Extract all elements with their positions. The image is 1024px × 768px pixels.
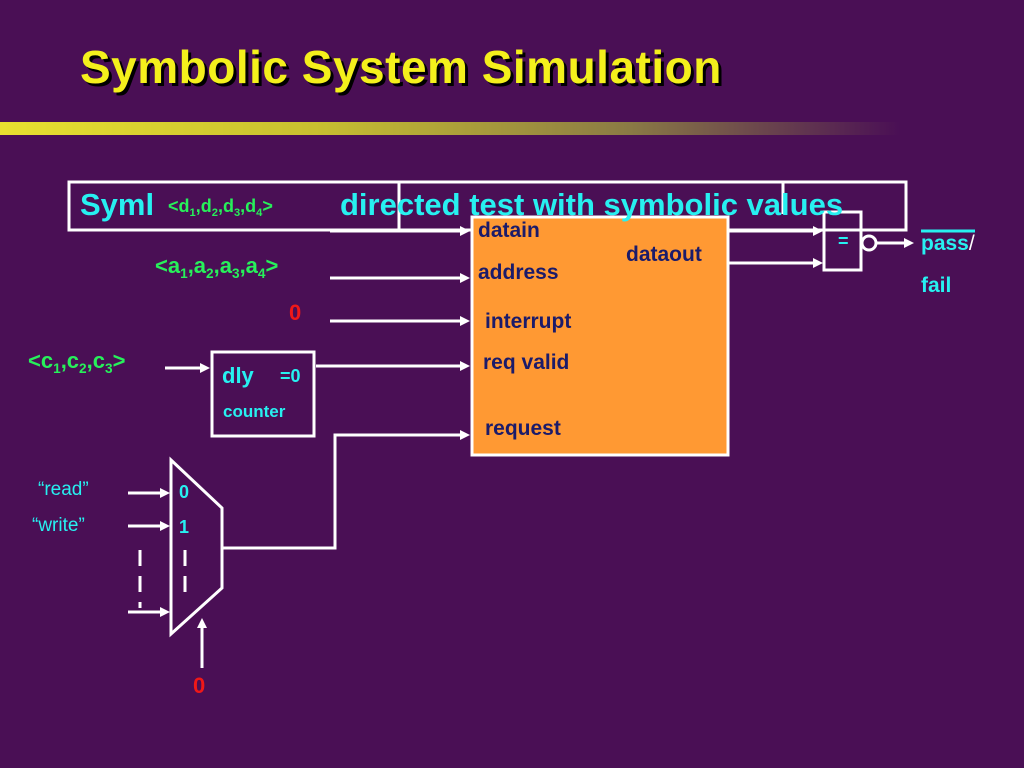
counter-dly-label: dly: [222, 363, 254, 388]
d-seq-close: >: [262, 196, 273, 216]
a-sequence-label: <a1,a2,a3,a4>: [155, 253, 278, 281]
c-seq-sub: 1: [53, 360, 61, 376]
port-dataout: dataout: [626, 243, 702, 266]
port-req-valid: req valid: [483, 351, 570, 374]
fail-label: fail: [921, 274, 952, 297]
d-seq-sub: 4: [256, 206, 263, 219]
c-seq-close: >: [112, 348, 126, 373]
a-seq-a: ,a: [187, 253, 207, 278]
pass-label: pass/: [921, 232, 975, 256]
slide-title: Symbolic System Simulation: [80, 41, 722, 93]
arrow-req-valid: [460, 361, 470, 371]
arrow-interrupt: [460, 316, 470, 326]
arrow-request: [460, 430, 470, 440]
mux-shape: [169, 456, 224, 638]
comparator-inverter-bubble: [860, 234, 878, 252]
title-underline-bar: [0, 122, 900, 135]
a-seq-close: >: [265, 253, 279, 278]
d-seq-sub: 1: [189, 206, 196, 219]
arrow-mux-select: [197, 618, 207, 628]
counter-eq-zero-label: =0: [280, 366, 301, 386]
wire-request: [222, 433, 462, 550]
arrow-address: [460, 273, 470, 283]
a-seq-sub: 3: [231, 265, 240, 281]
mux-select-zero-value: 0: [193, 673, 206, 698]
d-seq-d: ,d: [240, 196, 257, 216]
a-seq-a: a: [167, 253, 181, 278]
c-seq-c: c: [40, 348, 54, 373]
a-seq-sub: 2: [206, 265, 214, 281]
interrupt-zero-value: 0: [289, 300, 302, 325]
arrow-write: [160, 521, 170, 531]
port-datain: datain: [478, 219, 540, 242]
port-interrupt: interrupt: [485, 310, 572, 333]
port-address: address: [478, 261, 559, 284]
port-request: request: [485, 417, 561, 440]
comparator-symbol: =: [838, 231, 849, 251]
c-sequence-label: <c1,c2,c3>: [28, 348, 125, 376]
mux-port-0: 0: [179, 482, 190, 502]
c-seq-sub: 3: [104, 360, 113, 376]
counter-caption: counter: [223, 402, 286, 421]
mux-input-read: “read”: [38, 479, 89, 500]
arrow-pass-fail: [904, 238, 914, 248]
a-seq-a: ,a: [213, 253, 232, 278]
a-seq-open: <: [155, 253, 168, 278]
arrow-read: [160, 488, 170, 498]
d-seq-d: d: [178, 196, 190, 216]
banner-text-left: Syml: [80, 187, 155, 222]
d-seq-open: <: [168, 196, 179, 216]
dut-block: [470, 215, 730, 457]
pass-text: pass: [921, 232, 969, 255]
c-seq-c: ,c: [86, 348, 105, 373]
mux-input-write: “write”: [32, 515, 85, 536]
arrow-expected: [813, 226, 823, 236]
banner-text-right: directed test with symbolic values: [340, 187, 844, 222]
a-seq-sub: 1: [180, 265, 188, 281]
a-seq-sub: 4: [257, 265, 266, 281]
d-seq-sub: 2: [211, 206, 218, 219]
d-sequence-label: <d1,d2,d3,d4>: [160, 196, 285, 223]
a-seq-a: ,a: [239, 253, 258, 278]
pass-fail-slash: /: [968, 232, 975, 255]
arrow-dataout: [813, 258, 823, 268]
d-seq-d: ,d: [217, 196, 234, 216]
arrow-more-inputs: [160, 607, 170, 617]
mux-port-1: 1: [179, 517, 190, 537]
c-seq-open: <: [28, 348, 41, 373]
c-seq-sub: 2: [79, 360, 87, 376]
arrow-c-seq: [200, 363, 210, 373]
d-seq-d: ,d: [195, 196, 212, 216]
counter-box: [210, 350, 316, 438]
c-seq-c: ,c: [60, 348, 80, 373]
d-seq-sub: 3: [233, 206, 241, 219]
arrow-datain: [460, 226, 470, 236]
